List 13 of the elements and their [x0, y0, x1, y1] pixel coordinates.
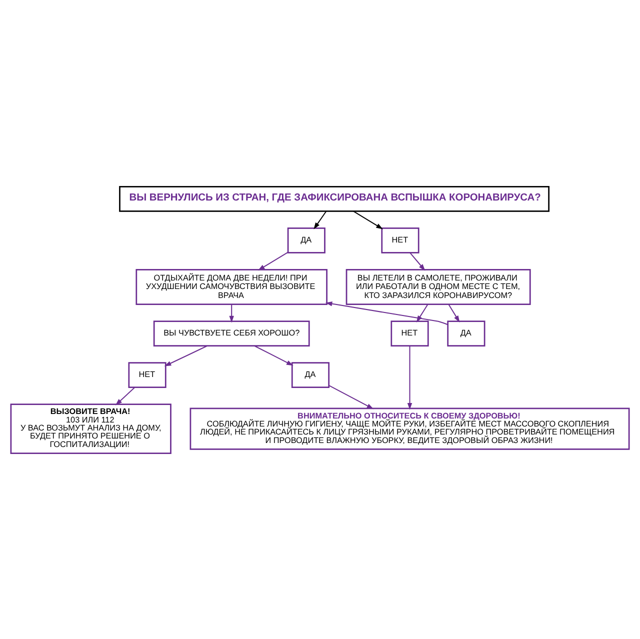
arrow	[448, 304, 460, 322]
arrow	[328, 384, 374, 409]
arrow	[353, 210, 383, 229]
arrow	[410, 252, 426, 270]
arrow	[229, 304, 234, 322]
arrow	[258, 251, 288, 270]
node-box: ВЫ ВЕРНУЛИСЬ ИЗ СТРАН, ГДЕ ЗАФИКСИРОВАНА ВСПЫШКА КОРОНАВИРУСА?	[119, 186, 550, 212]
arrow	[254, 344, 294, 366]
arrow	[325, 300, 448, 325]
arrow	[115, 386, 136, 405]
arrow	[407, 345, 412, 410]
arrow	[164, 344, 208, 366]
arrow	[314, 210, 327, 229]
